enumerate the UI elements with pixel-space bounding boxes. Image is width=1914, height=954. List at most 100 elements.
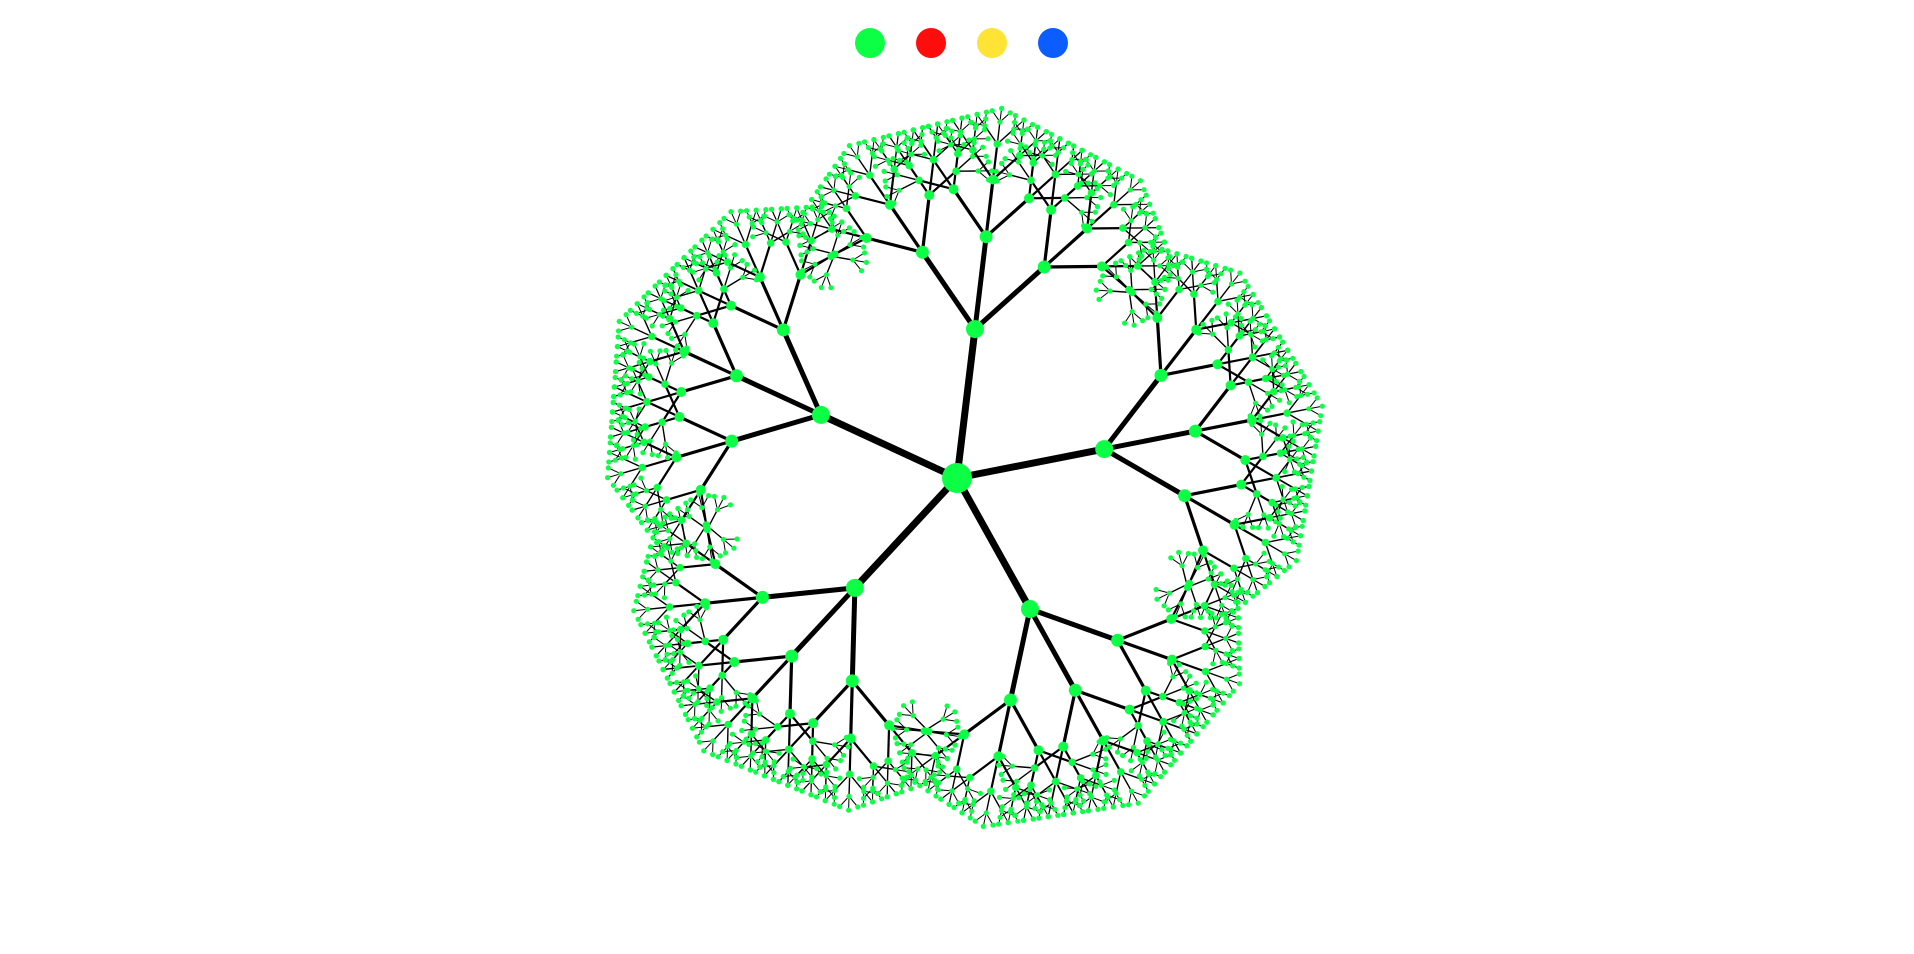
tree-node bbox=[661, 595, 668, 601]
blue-color-swatch[interactable] bbox=[1038, 28, 1068, 58]
tree-branch bbox=[703, 595, 765, 605]
tree-node bbox=[1183, 583, 1192, 591]
tree-node bbox=[1258, 304, 1264, 311]
tree-node bbox=[663, 643, 669, 649]
tree-node bbox=[1255, 525, 1262, 531]
tree-node bbox=[1237, 270, 1243, 276]
tree-node bbox=[672, 319, 679, 325]
tree-node bbox=[975, 168, 981, 174]
tree-node bbox=[727, 265, 734, 271]
tree-node bbox=[1262, 583, 1268, 589]
green-color-swatch[interactable] bbox=[855, 28, 885, 58]
tree-node bbox=[1165, 277, 1171, 283]
tree-node bbox=[815, 217, 821, 223]
tree-node bbox=[686, 609, 692, 615]
tree-branch bbox=[1182, 494, 1237, 527]
tree-node bbox=[1095, 440, 1114, 459]
tree-node bbox=[939, 764, 946, 770]
tree-node bbox=[682, 539, 688, 545]
tree-node bbox=[908, 742, 914, 748]
red-color-swatch[interactable] bbox=[916, 28, 946, 58]
tree-node bbox=[1304, 493, 1310, 499]
tree-node bbox=[1298, 392, 1304, 399]
yellow-color-swatch[interactable] bbox=[977, 28, 1007, 58]
tree-node bbox=[1015, 159, 1022, 165]
tree-node bbox=[1040, 153, 1046, 159]
tree-node bbox=[1104, 264, 1110, 270]
tree-node bbox=[1078, 158, 1084, 164]
tree-node bbox=[658, 418, 666, 427]
tree-node bbox=[1150, 243, 1156, 249]
tree-node bbox=[1214, 297, 1222, 306]
tree-node bbox=[733, 747, 739, 753]
tree-node bbox=[832, 163, 838, 169]
tree-node bbox=[1196, 330, 1202, 336]
tree-node bbox=[1204, 719, 1210, 725]
tree-node bbox=[831, 794, 838, 801]
tree-branch bbox=[1008, 606, 1033, 703]
tree-node bbox=[1055, 149, 1061, 155]
color-palette bbox=[855, 28, 1068, 58]
tree-branch bbox=[971, 148, 995, 181]
tree-node bbox=[1010, 795, 1016, 802]
tree-node bbox=[1047, 797, 1053, 803]
tree-node bbox=[999, 808, 1005, 814]
tree-node bbox=[1244, 378, 1253, 387]
tree-node bbox=[1046, 204, 1057, 215]
tree-node bbox=[1238, 315, 1244, 322]
tree-node bbox=[1230, 564, 1238, 573]
tree-node bbox=[1218, 602, 1225, 608]
tree-node bbox=[870, 785, 876, 791]
tree-node bbox=[1187, 698, 1193, 704]
tree-node bbox=[851, 192, 860, 200]
tree-node bbox=[1103, 771, 1109, 778]
tree-node bbox=[657, 348, 663, 354]
tree-node bbox=[666, 315, 674, 323]
tree-node bbox=[925, 788, 931, 794]
tree-node bbox=[606, 449, 613, 456]
tree-branch bbox=[1159, 328, 1198, 377]
tree-branch bbox=[1193, 383, 1233, 433]
tree-node bbox=[881, 168, 887, 174]
tree-node bbox=[837, 155, 844, 161]
tree-branch bbox=[697, 289, 733, 307]
tree-node bbox=[1241, 289, 1247, 295]
tree-node bbox=[1225, 619, 1231, 625]
tree-node bbox=[1201, 552, 1207, 558]
tree-node bbox=[997, 814, 1003, 821]
tree-node bbox=[959, 115, 965, 121]
tree-node bbox=[1073, 796, 1079, 803]
tree-node bbox=[859, 234, 865, 241]
tree-node bbox=[880, 134, 886, 140]
tree-node bbox=[831, 187, 837, 193]
tree-node bbox=[762, 213, 768, 219]
tree-node bbox=[917, 783, 923, 789]
tree-node bbox=[1188, 614, 1194, 620]
tree-node bbox=[1077, 802, 1083, 809]
tree-node bbox=[1027, 176, 1035, 185]
tree-node bbox=[1245, 283, 1251, 289]
tree-node bbox=[1141, 187, 1147, 193]
tree-branch bbox=[789, 585, 858, 659]
tree-node bbox=[1119, 752, 1126, 759]
tree-branch bbox=[953, 474, 1034, 613]
tree-node bbox=[1092, 771, 1100, 780]
tree-node bbox=[754, 272, 765, 283]
tree-node bbox=[1293, 360, 1299, 366]
tree-node bbox=[1187, 713, 1193, 719]
tree-node bbox=[856, 140, 862, 146]
tree-node bbox=[1077, 792, 1083, 798]
tree-node bbox=[610, 400, 616, 406]
tree-node bbox=[1128, 288, 1136, 297]
tree-node bbox=[724, 744, 731, 750]
tree-node bbox=[810, 246, 816, 252]
tree-node bbox=[1266, 580, 1273, 586]
tree-node bbox=[690, 690, 697, 696]
tree-node bbox=[698, 729, 705, 735]
tree-node bbox=[1176, 661, 1182, 668]
tree-node bbox=[615, 334, 621, 340]
tree-branch bbox=[1182, 494, 1205, 553]
tree-node bbox=[1107, 288, 1113, 294]
tree-branch bbox=[712, 287, 726, 325]
